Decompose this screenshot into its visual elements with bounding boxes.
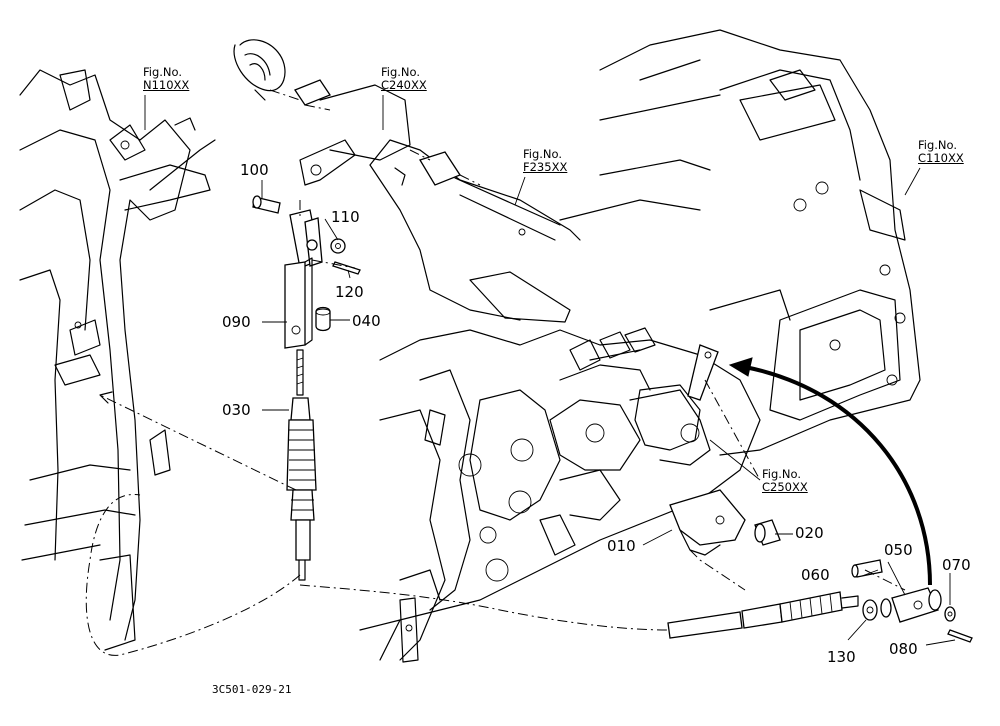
upper-cable-parts: [252, 195, 361, 581]
fig-ref-n110[interactable]: Fig.No. N110XX: [143, 66, 189, 92]
fig-ref-prefix: Fig.No.: [918, 138, 958, 152]
drawing-id: 3C501-029-21: [212, 683, 292, 696]
fig-ref-c250[interactable]: Fig.No. C250XX: [762, 468, 808, 494]
part-label-070: 070: [942, 556, 971, 574]
fig-ref-code: C250XX: [762, 480, 808, 494]
routing-lines: [85, 89, 906, 656]
fig-ref-c110[interactable]: Fig.No. C110XX: [918, 139, 964, 165]
fig-ref-code: C240XX: [381, 78, 427, 92]
part-label-120: 120: [335, 283, 364, 301]
part-label-130: 130: [827, 648, 856, 666]
fig-ref-code: N110XX: [143, 78, 190, 92]
part-label-010: 010: [607, 537, 636, 555]
fig-ref-code: C110XX: [918, 151, 964, 165]
fig-ref-prefix: Fig.No.: [762, 467, 802, 481]
part-label-100: 100: [240, 161, 269, 179]
fig-ref-f235[interactable]: Fig.No. F235XX: [523, 148, 567, 174]
part-label-090: 090: [222, 313, 251, 331]
lower-cable-parts: [634, 344, 973, 643]
fig-ref-code: F235XX: [523, 160, 568, 174]
central-housing: [359, 327, 761, 663]
fig-ref-prefix: Fig.No.: [523, 147, 563, 161]
transmission-case: [559, 29, 921, 456]
fig-ref-prefix: Fig.No.: [143, 65, 183, 79]
part-label-060: 060: [801, 566, 830, 584]
leader-lines: [144, 95, 956, 646]
rotation-arrow: [728, 357, 932, 586]
part-label-030: 030: [222, 401, 251, 419]
fig-ref-c240[interactable]: Fig.No. C240XX: [381, 66, 427, 92]
part-label-040: 040: [352, 312, 381, 330]
part-label-080: 080: [889, 640, 918, 658]
left-frame: [19, 69, 216, 651]
part-label-110: 110: [331, 208, 360, 226]
part-label-020: 020: [795, 524, 824, 542]
part-label-050: 050: [884, 541, 913, 559]
fig-ref-prefix: Fig.No.: [381, 65, 421, 79]
pedal-assembly: [233, 39, 581, 323]
